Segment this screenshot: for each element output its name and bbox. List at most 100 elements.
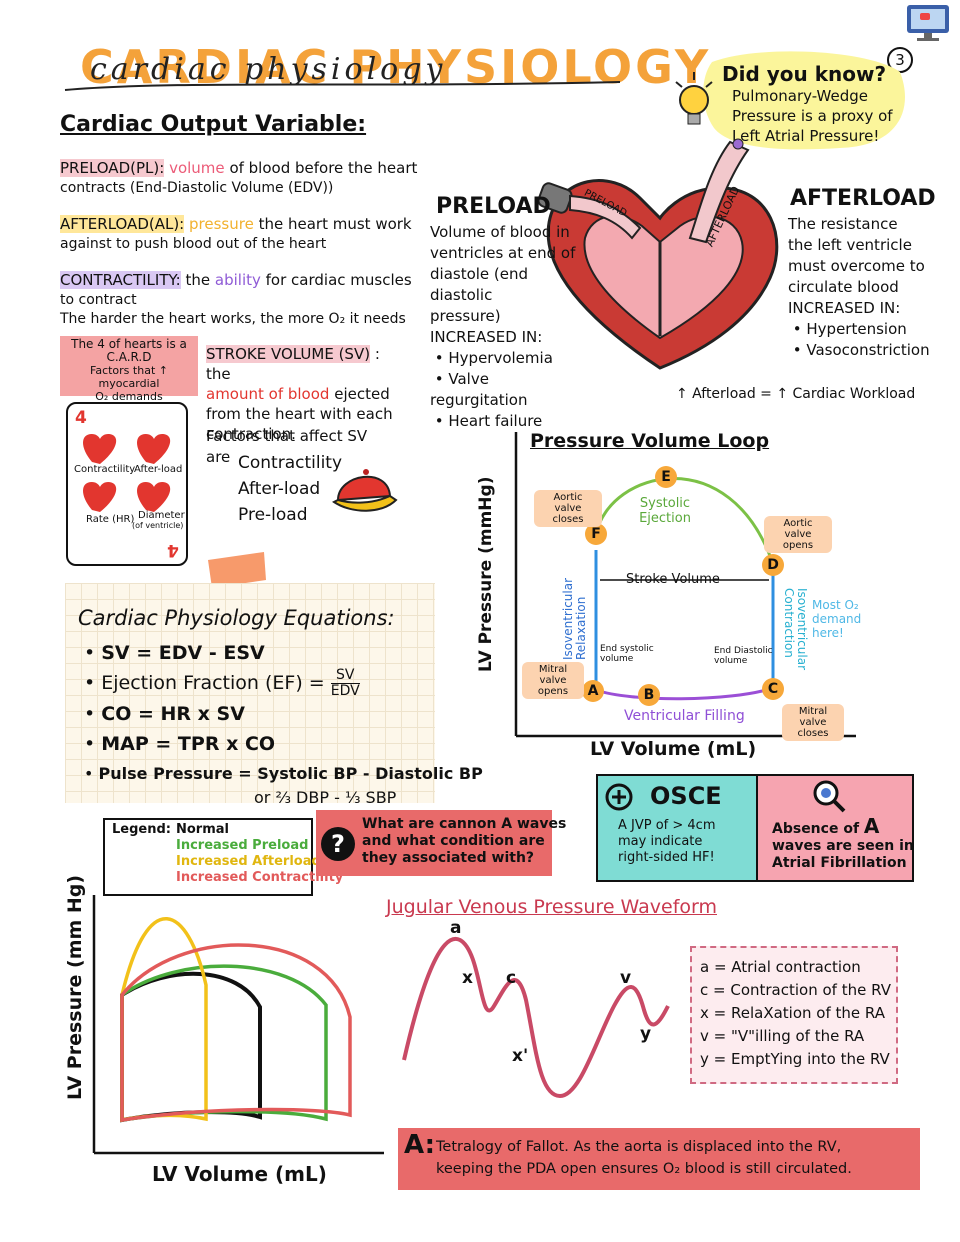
contractility-label: CONTRACTILITY:	[60, 271, 181, 289]
equation-pulse-pressure-alt: or ⅔ DBP - ⅓ SBP	[254, 788, 397, 807]
page-title-script: cardiac physiology	[90, 52, 447, 87]
sv-factor: Pre-load	[238, 505, 308, 525]
jvp-label-c: c	[506, 968, 517, 988]
sv-factors-are: are	[206, 448, 231, 466]
osce-heading: OSCE	[650, 782, 722, 810]
legend-entries: Normal Increased Preload Increased After…	[176, 822, 343, 886]
card-contractility: Contractility	[74, 464, 136, 475]
pv-aortic-closes: Aortic valve closes	[534, 490, 602, 527]
preload-increased-label: INCREASED IN:	[430, 328, 543, 346]
pv-stroke-volume: Stroke Volume	[626, 572, 720, 587]
afterload-desc-line: circulate blood	[788, 278, 899, 296]
question-line: and what condition are	[362, 833, 545, 849]
tape-decoration	[208, 552, 266, 588]
pv-point-c: C	[762, 678, 784, 700]
compare-xlabel: LV Volume (mL)	[152, 1162, 327, 1186]
contractility-definition: CONTRACTILITY: the ability for cardiac m…	[60, 270, 420, 310]
pv-point-f: F	[585, 523, 607, 545]
afterload-workload-note: ↑ Afterload = ↑ Cardiac Workload	[676, 386, 916, 402]
preload-desc-line: diastole (end diastolic	[430, 265, 529, 304]
ef-numerator: SV	[330, 668, 360, 684]
osce-line: may indicate	[618, 834, 703, 849]
jvp-curve	[402, 936, 670, 1099]
preload-label: PRELOAD(PL):	[60, 159, 165, 177]
curve-normal	[120, 971, 262, 1123]
card-rank-top: 4	[75, 408, 87, 428]
pv-point-a: A	[582, 680, 604, 702]
preload-cause: Hypervolemia	[448, 349, 553, 367]
card-diameter-sub: (of ventricle)	[132, 521, 184, 530]
ef-denominator: EDV	[330, 683, 360, 699]
pv-ventricular-filling: Ventricular Filling	[624, 708, 745, 724]
afterload-text: the heart must work	[258, 215, 412, 233]
harder-heart-note: The harder the heart works, the more O₂ …	[60, 311, 406, 327]
jvp-key-item: c = Contraction of the RV	[700, 981, 891, 999]
afterload-label: AFTERLOAD(AL):	[60, 215, 185, 233]
co-variable-heading: Cardiac Output Variable:	[60, 112, 367, 137]
jvp-waveform	[402, 936, 670, 1099]
jvp-key-item: v = "V"illing of the RA	[700, 1027, 865, 1045]
question-line: they associated with?	[362, 850, 535, 866]
card-afterload: After-load	[134, 464, 183, 475]
did-you-know-line: Left Atrial Pressure!	[732, 127, 880, 145]
sv-factors-heading: Factors that affect SV	[206, 427, 368, 445]
afterload-heading: AFTERLOAD	[790, 186, 936, 211]
equations-box	[65, 583, 435, 803]
contractility-text: for cardiac muscles	[265, 271, 412, 289]
curve-afterload	[120, 917, 208, 1123]
magnifier-icon	[813, 780, 846, 813]
pv-loop-chart	[514, 432, 856, 738]
preload-description: Volume of blood in ventricles at end of …	[430, 222, 590, 432]
plus-circle-icon	[605, 783, 633, 811]
afib-line: Atrial Fibrillation	[772, 855, 907, 871]
answer-box	[398, 1128, 920, 1190]
osce-text: A JVP of > 4cm may indicate right-sided …	[618, 818, 716, 866]
heart-illustration	[537, 138, 779, 370]
card-line: C.A.R.D	[106, 350, 152, 364]
afterload-increased-label: INCREASED IN:	[788, 299, 901, 317]
pv-loop-title: Pressure Volume Loop	[530, 430, 770, 452]
contractility-text-2: to contract	[60, 292, 137, 308]
card-hearts-icon	[83, 434, 171, 512]
pv-mitral-opens: Mitral valve opens	[522, 662, 584, 699]
preload-cause: Heart failure	[448, 412, 543, 430]
afterload-key: pressure	[189, 215, 254, 233]
lightbulb-icon	[675, 72, 713, 125]
did-you-know-bubble	[703, 51, 905, 150]
equations-heading: Cardiac Physiology Equations:	[78, 606, 395, 630]
pv-end-systolic: End systolic volume	[600, 644, 654, 664]
legend-entry-contractility: Increased Contractility	[176, 870, 344, 885]
pv-compare-chart	[92, 895, 384, 1155]
title-underline	[64, 81, 621, 91]
sv-factors-list: Contractility After-load Pre-load	[238, 450, 342, 528]
card-diameter: Diameter	[138, 510, 185, 521]
pv-xlabel: LV Volume (mL)	[590, 738, 757, 760]
jvp-key-item: x = RelaXation of the RA	[700, 1004, 885, 1022]
afterload-cause: Vasoconstriction	[806, 341, 930, 359]
did-you-know-line: Pulmonary-Wedge	[732, 87, 868, 105]
legend-box	[103, 818, 313, 896]
question-circle-icon: ?	[321, 827, 355, 861]
pv-aortic-opens: Aortic valve opens	[764, 516, 832, 553]
did-you-know-text: Pulmonary-Wedge Pressure is a proxy of L…	[732, 86, 893, 146]
legend-entry-normal: Normal	[176, 822, 229, 837]
card-rate: Rate (HR)	[86, 514, 135, 525]
preload-definition: PRELOAD(PL): volume of blood before the …	[60, 158, 420, 198]
answer-text: Tetralogy of Fallot. As the aorta is dis…	[436, 1136, 852, 1180]
jvp-key-list: a = Atrial contraction c = Contraction o…	[700, 956, 891, 1071]
equations-list: • SV = EDV - ESV • Ejection Fraction (EF…	[84, 642, 483, 807]
pv-filling-curve	[595, 686, 774, 701]
did-you-know-line: Pressure is a proxy of	[732, 107, 893, 125]
equation-co: CO = HR x SV	[101, 703, 245, 725]
osce-line: A JVP of > 4cm	[618, 818, 716, 833]
pv-end-diastolic: End Diastolic volume	[714, 646, 773, 666]
preload-text-2: contracts (End-Diastolic Volume (EDV))	[60, 180, 334, 196]
pv-mitral-closes: Mitral valve closes	[782, 704, 844, 741]
equation-map: MAP = TPR x CO	[101, 733, 276, 755]
stroke-volume-text: from the heart with each	[206, 405, 393, 423]
jvp-label-y: y	[640, 1024, 652, 1044]
afterload-desc-line: The resistance	[788, 215, 898, 233]
pv-ylabel: LV Pressure (mmHg)	[476, 476, 496, 672]
legend-label: Legend:	[112, 822, 171, 837]
afib-line: waves are seen in	[772, 838, 914, 854]
